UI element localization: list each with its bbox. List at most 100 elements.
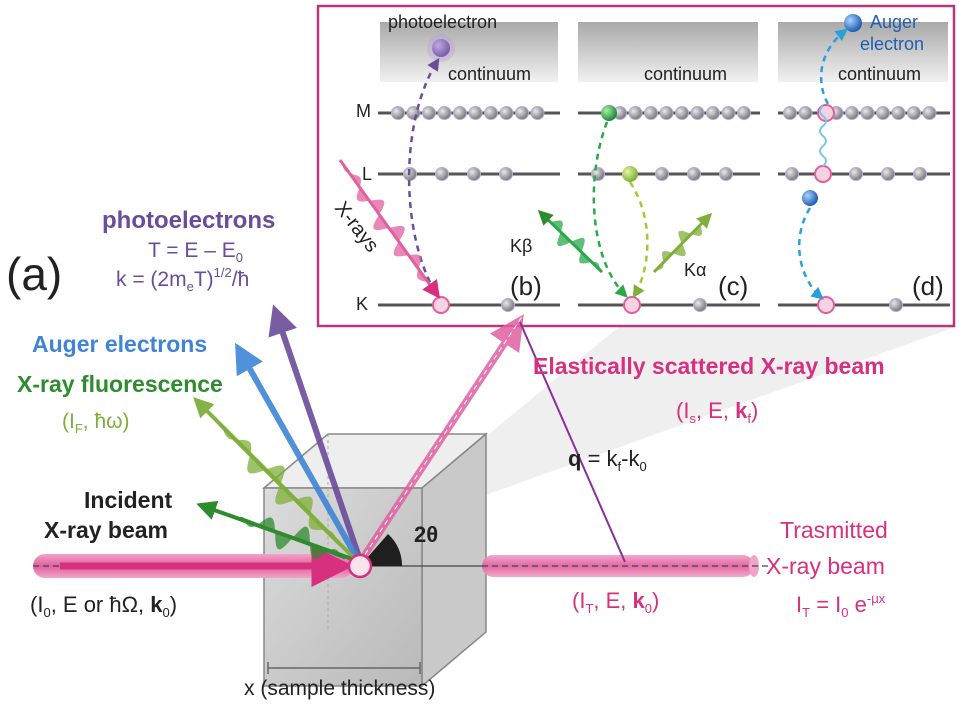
shell-electron	[690, 106, 705, 120]
transmitted-label-line2: X-ray beam	[766, 553, 885, 579]
shell-label-m: M	[356, 101, 371, 121]
interaction-point	[347, 553, 373, 579]
panel-label-c: (c)	[718, 271, 748, 301]
auger-virtual-photon	[819, 105, 827, 167]
shell-electron	[922, 106, 937, 120]
auger-relax-path	[797, 207, 824, 300]
continuum-bar-d	[778, 22, 948, 82]
incident-params: (I0, E or ħΩ, k0)	[30, 592, 177, 620]
photoelectron-path	[407, 57, 440, 293]
q-label: q = kf-k0	[568, 446, 647, 474]
continuum-bar-c	[578, 22, 758, 82]
continuum-bar-b	[380, 22, 558, 82]
shell-electron	[422, 106, 436, 120]
continuum-label-b: continuum	[448, 64, 531, 84]
fluorescence-params: (IF, ħω)	[62, 410, 130, 436]
q-vector	[519, 321, 626, 563]
continuum-label-c: continuum	[644, 64, 727, 84]
shell-electron	[845, 106, 859, 120]
shell-electron	[693, 298, 707, 312]
shell-electron	[891, 106, 906, 120]
l-electron-lgreen	[622, 166, 638, 182]
shell-electron	[655, 167, 669, 181]
shell-electron	[453, 106, 467, 120]
photoelectron-particle	[432, 39, 450, 57]
inset-projection	[360, 326, 958, 540]
shell-electron	[644, 106, 658, 120]
auger-electrons-label: Auger electrons	[32, 331, 207, 357]
auger-label-line1: Auger	[870, 12, 918, 32]
two-theta-wedge	[360, 534, 403, 566]
photoelectron-arrow[interactable]	[268, 304, 363, 561]
kbeta-label: Kβ	[510, 236, 532, 256]
shell-electron	[391, 106, 405, 120]
auger-electron-particle	[844, 14, 862, 32]
shell-electron	[659, 106, 674, 120]
shell-electron	[881, 167, 895, 181]
shell-electron	[849, 167, 863, 181]
panel-label-d: (d)	[912, 271, 944, 301]
continuum-label-d: continuum	[838, 64, 921, 84]
incident-label-line1: Incident	[84, 487, 173, 513]
inset-panel: continuum continuum continuum photoelect…	[316, 4, 958, 540]
elastic-params: (Is, E, kf)	[676, 398, 758, 426]
shell-electron	[876, 106, 890, 120]
shell-electron	[860, 106, 875, 120]
photoelectron-label: photoelectron	[388, 12, 497, 32]
incident-beam[interactable]	[33, 545, 354, 587]
l-hole-d	[814, 165, 832, 183]
kbeta-wave	[537, 209, 604, 274]
auger-arrow[interactable]	[235, 342, 361, 562]
inset-xray-wave	[338, 159, 441, 299]
kbeta-transition	[592, 121, 628, 298]
k-hole-d	[817, 296, 835, 314]
photoelectrons-equation-1: T = E – E0	[148, 239, 243, 265]
k-hole-c	[623, 296, 641, 314]
shell-electron	[501, 298, 515, 312]
transmitted-params: (IT, E, k0)	[572, 588, 659, 616]
shell-electron	[719, 167, 733, 181]
shell-electron	[907, 106, 921, 120]
auger-label-line2: electron	[860, 34, 924, 54]
two-theta-label: 2θ	[414, 522, 438, 547]
sample-cube	[261, 432, 489, 688]
photoelectrons-title: photoelectrons	[102, 207, 275, 234]
shell-electron	[706, 106, 720, 120]
incident-label-line2: X-ray beam	[44, 517, 168, 543]
fluorescence-wave	[218, 423, 342, 547]
m-electron-green	[601, 105, 617, 121]
shell-electron	[737, 106, 751, 120]
shell-electron	[499, 167, 513, 181]
photoelectrons-equation-2: k = (2meT)1/2/ħ	[116, 265, 249, 294]
transmitted-beam	[482, 555, 775, 577]
shell-electron	[467, 167, 481, 181]
shell-electron	[889, 298, 903, 312]
shell-electron	[783, 106, 797, 120]
sample-thickness-label: x (sample thickness)	[244, 677, 435, 700]
elastic-title: Elastically scattered X-ray beam	[533, 353, 885, 379]
fluorescence-label: X-ray fluorescence	[17, 371, 223, 397]
shell-electron	[530, 106, 545, 120]
shell-electron	[675, 106, 689, 120]
shell-electron	[515, 106, 529, 120]
k-hole-b	[432, 296, 450, 314]
kalpha-label: Kα	[684, 260, 706, 280]
kalpha-wave	[652, 212, 713, 274]
shell-label-l: L	[362, 164, 372, 184]
shell-electron	[484, 106, 498, 120]
shell-electrons	[391, 106, 937, 312]
shell-label-k: K	[356, 294, 368, 314]
l-electron-blue	[802, 190, 818, 206]
shell-electron	[435, 167, 449, 181]
transmission-law: IT = I0 e-μx	[796, 591, 886, 620]
shell-electron	[721, 106, 736, 120]
shell-electron	[785, 167, 799, 181]
shell-electron	[437, 106, 452, 120]
panel-label-a: (a)	[6, 248, 62, 300]
shell-electron	[913, 167, 927, 181]
fluorescence-green-wave	[239, 516, 346, 560]
transmitted-label-line1: Trasmitted	[780, 517, 888, 543]
shell-electron	[687, 167, 701, 181]
shell-electron	[798, 106, 813, 120]
